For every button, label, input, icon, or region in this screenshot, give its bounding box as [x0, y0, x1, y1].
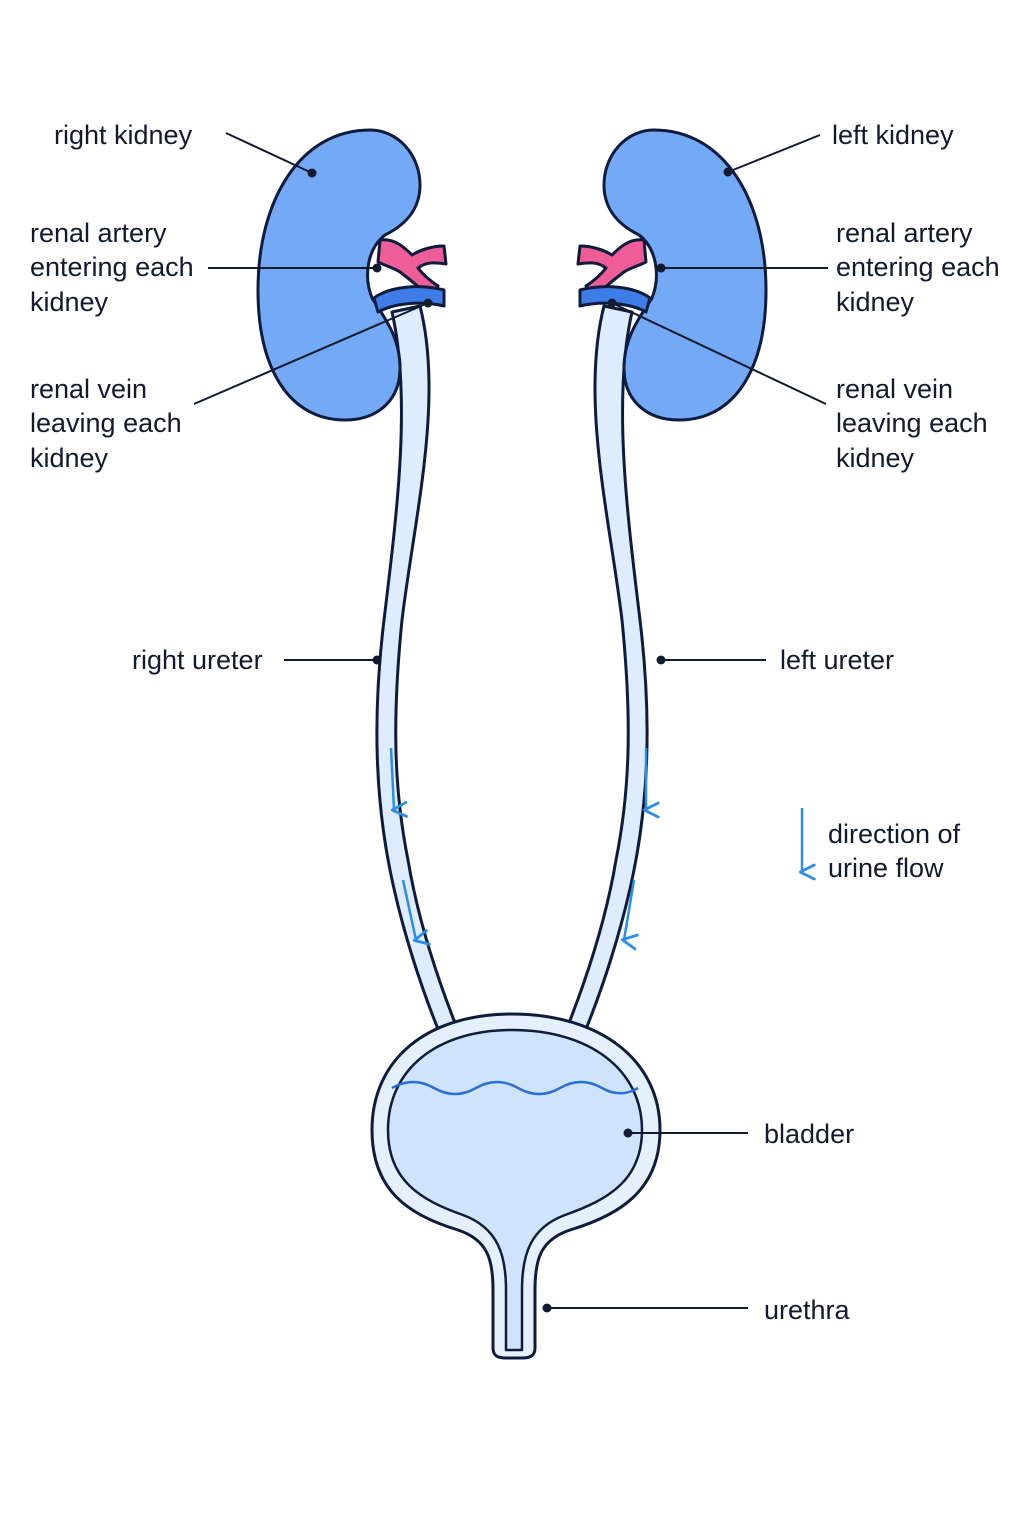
left-renal-vein [578, 285, 652, 314]
label-right-kidney: right kidney [54, 120, 193, 150]
svg-text:leaving each: leaving each [30, 408, 182, 438]
urine-surface-line [391, 1080, 639, 1096]
left-kidney [602, 128, 768, 422]
svg-text:renal artery: renal artery [30, 218, 167, 248]
leader-lines [193, 132, 828, 1313]
svg-text:entering each: entering each [836, 252, 1000, 282]
svg-text:kidney: kidney [30, 443, 109, 473]
svg-text:kidney: kidney [836, 443, 915, 473]
bladder-inner-lumen [386, 1028, 644, 1352]
right-ureter [375, 304, 459, 1036]
left-renal-artery [576, 238, 648, 296]
left-ureter [565, 304, 649, 1036]
label-urethra: urethra [764, 1295, 851, 1325]
svg-text:entering each: entering each [30, 252, 194, 282]
svg-text:renal vein: renal vein [30, 374, 147, 404]
label-bladder: bladder [764, 1119, 854, 1149]
flow-arrow-left-lower [620, 879, 639, 951]
flow-arrow-right-lower [401, 879, 431, 946]
svg-text:renal vein: renal vein [836, 374, 953, 404]
label-renal-vein-right: renal vein leaving each kidney [30, 374, 182, 473]
legend-text-line-1: direction of [828, 819, 961, 849]
right-renal-artery [376, 238, 448, 296]
label-renal-artery-right: renal artery entering each kidney [30, 218, 194, 317]
label-left-kidney: left kidney [832, 120, 954, 150]
flow-legend: direction of urine flow [798, 808, 961, 883]
svg-text:renal artery: renal artery [836, 218, 973, 248]
legend-text-line-2: urine flow [828, 853, 944, 883]
svg-text:leaving each: leaving each [836, 408, 988, 438]
label-renal-artery-left: renal artery entering each kidney [836, 218, 1000, 317]
label-right-ureter: right ureter [132, 645, 263, 675]
flow-arrow-right-upper [389, 747, 408, 818]
right-kidney [256, 128, 422, 422]
right-renal-vein [372, 285, 446, 314]
label-renal-vein-left: renal vein leaving each kidney [836, 374, 988, 473]
label-left-ureter: left ureter [780, 645, 894, 675]
svg-text:kidney: kidney [30, 287, 109, 317]
svg-text:kidney: kidney [836, 287, 915, 317]
